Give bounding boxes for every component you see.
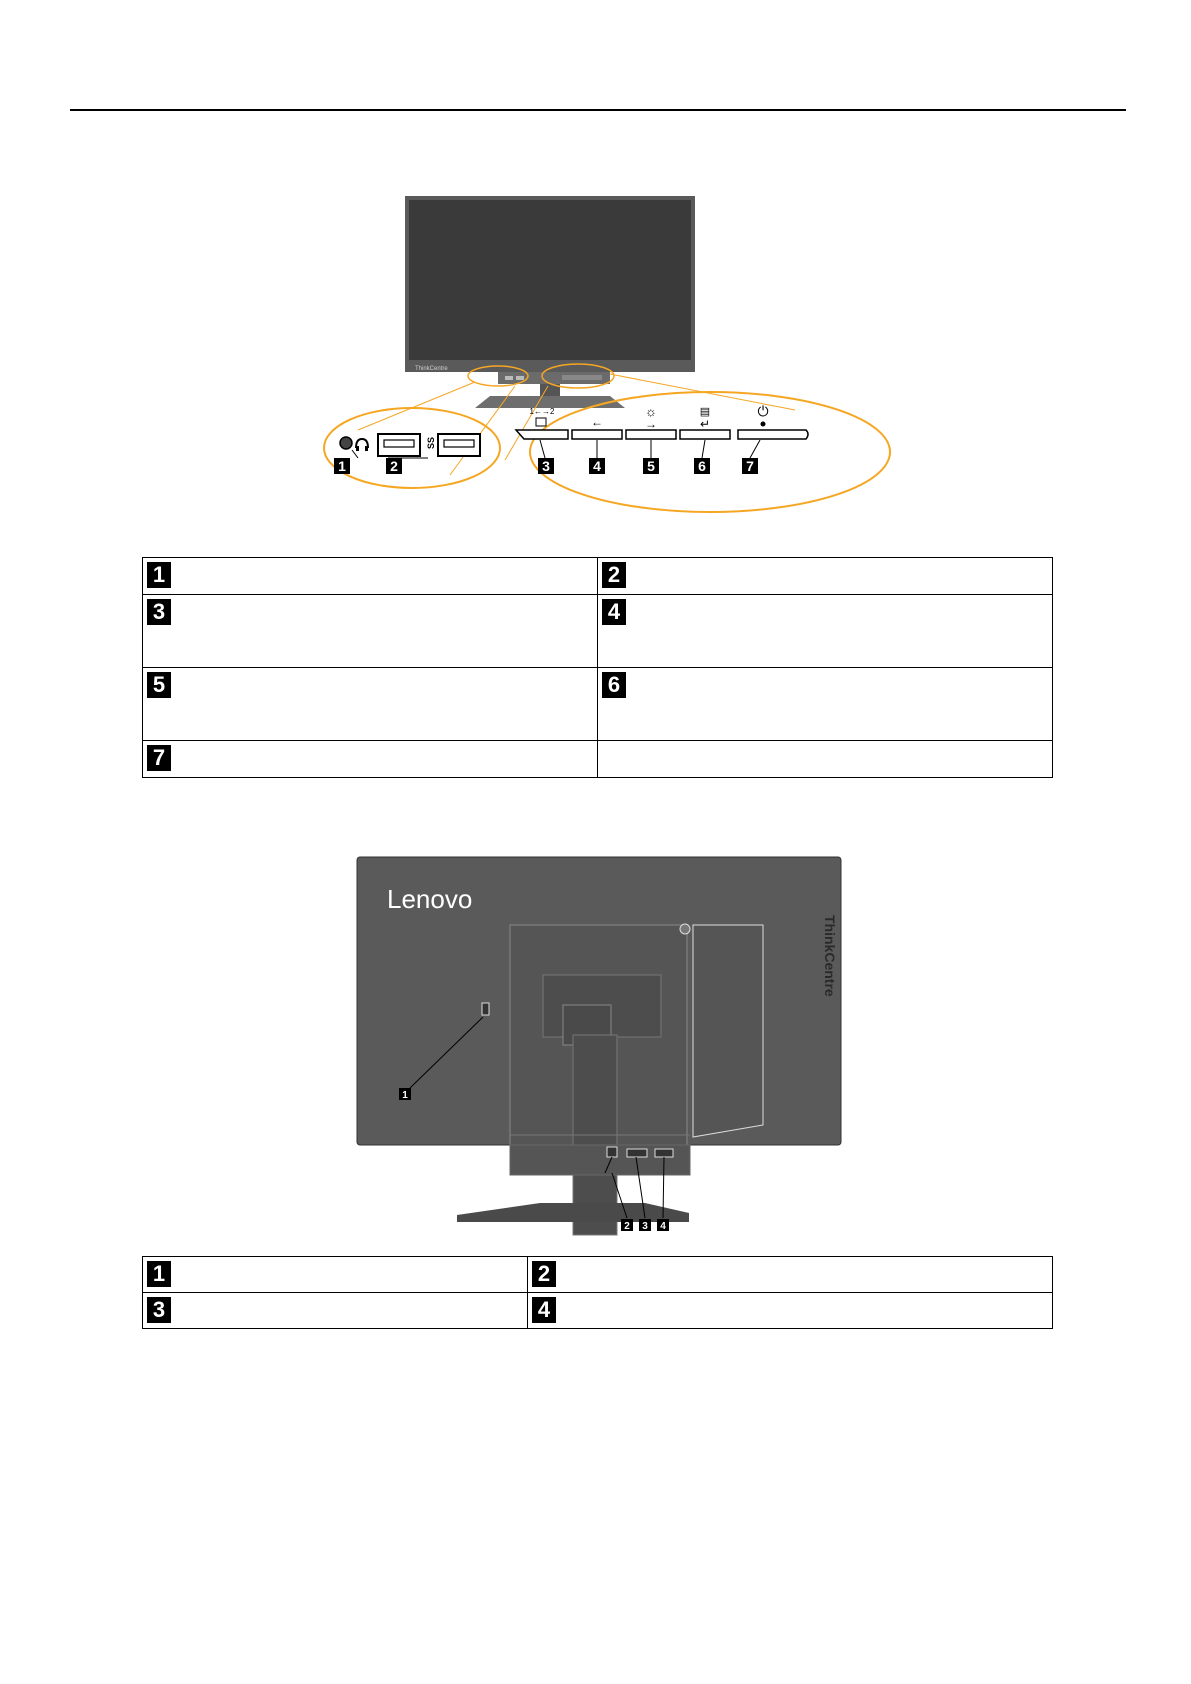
brightness-icon: ☼ — [645, 404, 657, 419]
table-cell — [597, 740, 1053, 778]
button-input-select — [514, 429, 569, 440]
front-legend-table: 1 2 3 4 5 6 7 — [142, 557, 1053, 778]
button-menu — [679, 429, 731, 440]
front-view-figure: ThinkCentre SS 1 2 1←→2 ← ☼ → ▤ ↵ ⏻ — [310, 190, 900, 530]
callout-number: 4 — [602, 599, 626, 625]
hdmi-port-icon — [626, 1148, 648, 1158]
button-brightness — [625, 429, 677, 440]
headphone-jack-icon — [339, 436, 353, 450]
monitor-base — [475, 396, 625, 408]
svg-text:5: 5 — [647, 458, 655, 474]
callout-number: 5 — [147, 672, 171, 698]
callout-6: 6 — [694, 458, 710, 474]
callout-number: 4 — [532, 1297, 556, 1323]
svg-text:4: 4 — [660, 1221, 666, 1232]
left-arrow-icon: ← — [591, 415, 603, 429]
bezel-logo-text: ThinkCentre — [415, 366, 448, 372]
power-icon: ⏻ — [757, 403, 768, 419]
table-cell: 1 — [142, 1256, 528, 1293]
zoom-circle-buttons — [529, 391, 891, 513]
button-power — [737, 429, 809, 440]
cable-cover — [692, 924, 764, 1138]
input-select-icon: 1←→2 — [530, 407, 555, 416]
zoom-circle-left-small — [467, 365, 529, 387]
callout-4: 4 — [589, 458, 605, 474]
table-cell: 2 — [597, 557, 1053, 595]
table-row: 1 2 — [142, 1256, 1053, 1293]
callout-2: 2 — [386, 458, 402, 474]
callout-3: 3 — [538, 458, 554, 474]
table-cell: 4 — [597, 594, 1053, 668]
power-port-icon — [606, 1146, 618, 1158]
svg-text:6: 6 — [698, 458, 706, 474]
rear-callout-1: 1 — [399, 1088, 411, 1101]
table-cell: 4 — [527, 1292, 1053, 1329]
callout-number: 7 — [147, 745, 171, 771]
svg-text:1: 1 — [338, 458, 346, 474]
header-rule — [70, 109, 1126, 111]
callout-number: 2 — [602, 562, 626, 588]
svg-text:4: 4 — [593, 458, 601, 474]
stand-base — [457, 1203, 689, 1222]
table-row: 3 4 — [142, 594, 1053, 668]
menu-icon: ▤ — [700, 406, 710, 418]
callout-number: 3 — [147, 1297, 171, 1323]
table-row: 5 6 — [142, 667, 1053, 741]
rear-callout-2: 2 — [621, 1219, 633, 1232]
table-cell: 3 — [142, 594, 598, 668]
svg-text:2: 2 — [390, 458, 398, 474]
rear-legend-table: 1 2 3 4 — [142, 1256, 1053, 1329]
security-lock-slot-icon — [481, 1002, 490, 1016]
table-cell: 2 — [527, 1256, 1053, 1293]
callout-7: 7 — [742, 458, 758, 474]
zoom-circle-right-small — [541, 363, 615, 389]
table-row: 3 4 — [142, 1292, 1053, 1329]
callout-number: 1 — [147, 562, 171, 588]
table-cell: 6 — [597, 667, 1053, 741]
headphone-icon — [355, 437, 369, 449]
svg-text:1: 1 — [402, 1090, 408, 1101]
callout-number: 6 — [602, 672, 626, 698]
table-cell: 7 — [142, 740, 598, 778]
displayport-icon — [654, 1148, 674, 1158]
input-select-box-icon — [535, 417, 547, 427]
lenovo-logo: Lenovo — [387, 884, 472, 914]
rear-view-figure: Lenovo ThinkCentre 1 2 3 4 — [355, 855, 845, 1240]
enter-icon: ↵ — [700, 417, 710, 431]
zoom-circle-ports — [323, 407, 501, 489]
right-arrow-icon: → — [645, 417, 657, 431]
monitor-screen — [409, 200, 691, 360]
monitor-neck — [540, 384, 560, 396]
rear-callout-4: 4 — [657, 1219, 669, 1232]
power-led-icon — [760, 421, 766, 427]
thinkcentre-side-logo: ThinkCentre — [822, 915, 838, 997]
rear-callout-3: 3 — [639, 1219, 651, 1232]
callout-number: 2 — [532, 1261, 556, 1287]
svg-text:7: 7 — [746, 458, 754, 474]
callout-number: 1 — [147, 1261, 171, 1287]
table-row: 7 — [142, 740, 1053, 778]
svg-text:3: 3 — [642, 1221, 648, 1232]
button-left — [571, 429, 623, 440]
callout-5: 5 — [643, 458, 659, 474]
callout-number: 3 — [147, 599, 171, 625]
table-cell: 3 — [142, 1292, 528, 1329]
table-cell: 1 — [142, 557, 598, 595]
svg-text:3: 3 — [542, 458, 550, 474]
callout-1: 1 — [334, 458, 350, 474]
table-cell: 5 — [142, 667, 598, 741]
svg-text:2: 2 — [624, 1221, 630, 1232]
usb-ss-icon: SS — [426, 437, 436, 449]
table-row: 1 2 — [142, 557, 1053, 595]
